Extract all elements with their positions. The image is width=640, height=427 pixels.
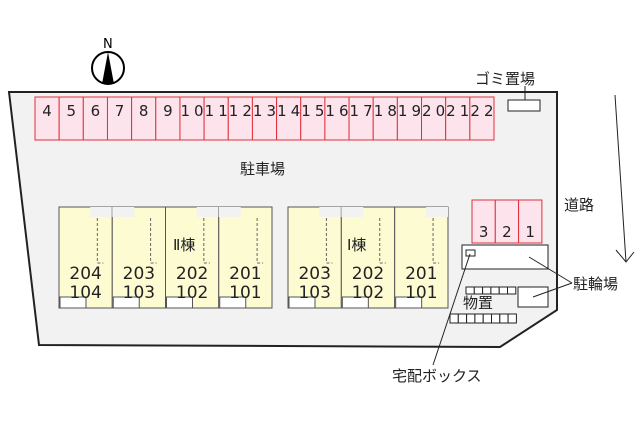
parking-stall: 4 (34, 96, 60, 141)
parking-label: 駐車場 (240, 160, 285, 178)
parking-stall: 6 (82, 96, 108, 141)
building-name: Ⅱ棟 (173, 236, 195, 254)
parking-stall: 10 (179, 96, 205, 141)
delivery-box (465, 249, 476, 257)
unit-number-upper: 204 (69, 264, 101, 284)
unit-number-upper: 201 (229, 264, 261, 284)
building-name: Ⅰ棟 (347, 236, 366, 254)
delivery-box-label: 宅配ボックス (392, 367, 482, 385)
stall-number: 4 (42, 102, 52, 120)
unit-number-lower: 101 (405, 283, 437, 303)
road-arrow-icon (615, 249, 635, 263)
parking-stall: 22 (469, 96, 495, 141)
unit-number-lower: 102 (176, 283, 208, 303)
parking-stall: 19 (396, 96, 423, 141)
unit-number-upper: 202 (176, 264, 208, 284)
parking-stall: 18 (372, 96, 398, 141)
stall-number: 3 (479, 223, 489, 241)
north-label: N (103, 37, 113, 52)
bicycle-parking-label: 駐輪場 (573, 275, 618, 293)
parking-stall: 7 (106, 96, 133, 141)
garbage-label: ゴミ置場 (475, 70, 535, 88)
parking-stall: 14 (276, 96, 302, 141)
unit-number-upper: 201 (405, 264, 437, 284)
parking-stall: 13 (251, 96, 278, 141)
storage-label: 物置 (463, 294, 493, 312)
unit-number-upper: 203 (123, 264, 155, 284)
stall-number: 5 (66, 102, 76, 120)
parking-stall: 20 (421, 96, 447, 141)
north-arrow-icon (102, 52, 114, 84)
stall-number: 6 (91, 102, 101, 120)
unit-number-lower: 102 (352, 283, 384, 303)
parking-stall: 5 (58, 96, 84, 141)
parking-stall: 8 (131, 96, 157, 141)
parking-stall: 21 (445, 96, 471, 141)
stall-number: 8 (139, 102, 149, 120)
storage-units (449, 286, 517, 324)
parking-stall: 12 (227, 96, 253, 141)
unit-number-upper: 202 (352, 264, 384, 284)
bicycle-parking-1 (461, 244, 549, 270)
parking-stall: 9 (155, 96, 181, 141)
unit-number-upper: 203 (298, 264, 330, 284)
stall-number: 2 (502, 223, 512, 241)
north-compass: N (91, 37, 125, 85)
buildings: 204104203103202102201101Ⅱ棟20310320210220… (58, 206, 449, 309)
parking-stall: 16 (324, 96, 350, 141)
parking-stall: 11 (203, 96, 229, 141)
parking-stall: 15 (300, 96, 326, 141)
parking-stall: 17 (348, 96, 374, 141)
unit-number-lower: 103 (123, 283, 155, 303)
parking-stall: 1 (518, 199, 543, 244)
stall-number: 7 (115, 102, 125, 120)
stall-number: 9 (163, 102, 173, 120)
parking-stall: 2 (494, 199, 520, 244)
unit-number-lower: 104 (69, 283, 101, 303)
garbage-area (507, 99, 541, 112)
parking-stall: 3 (471, 199, 496, 244)
road-label: 道路 (564, 196, 594, 214)
unit-number-lower: 101 (229, 283, 261, 303)
unit-number-lower: 103 (298, 283, 330, 303)
stall-number: 1 (525, 223, 535, 241)
